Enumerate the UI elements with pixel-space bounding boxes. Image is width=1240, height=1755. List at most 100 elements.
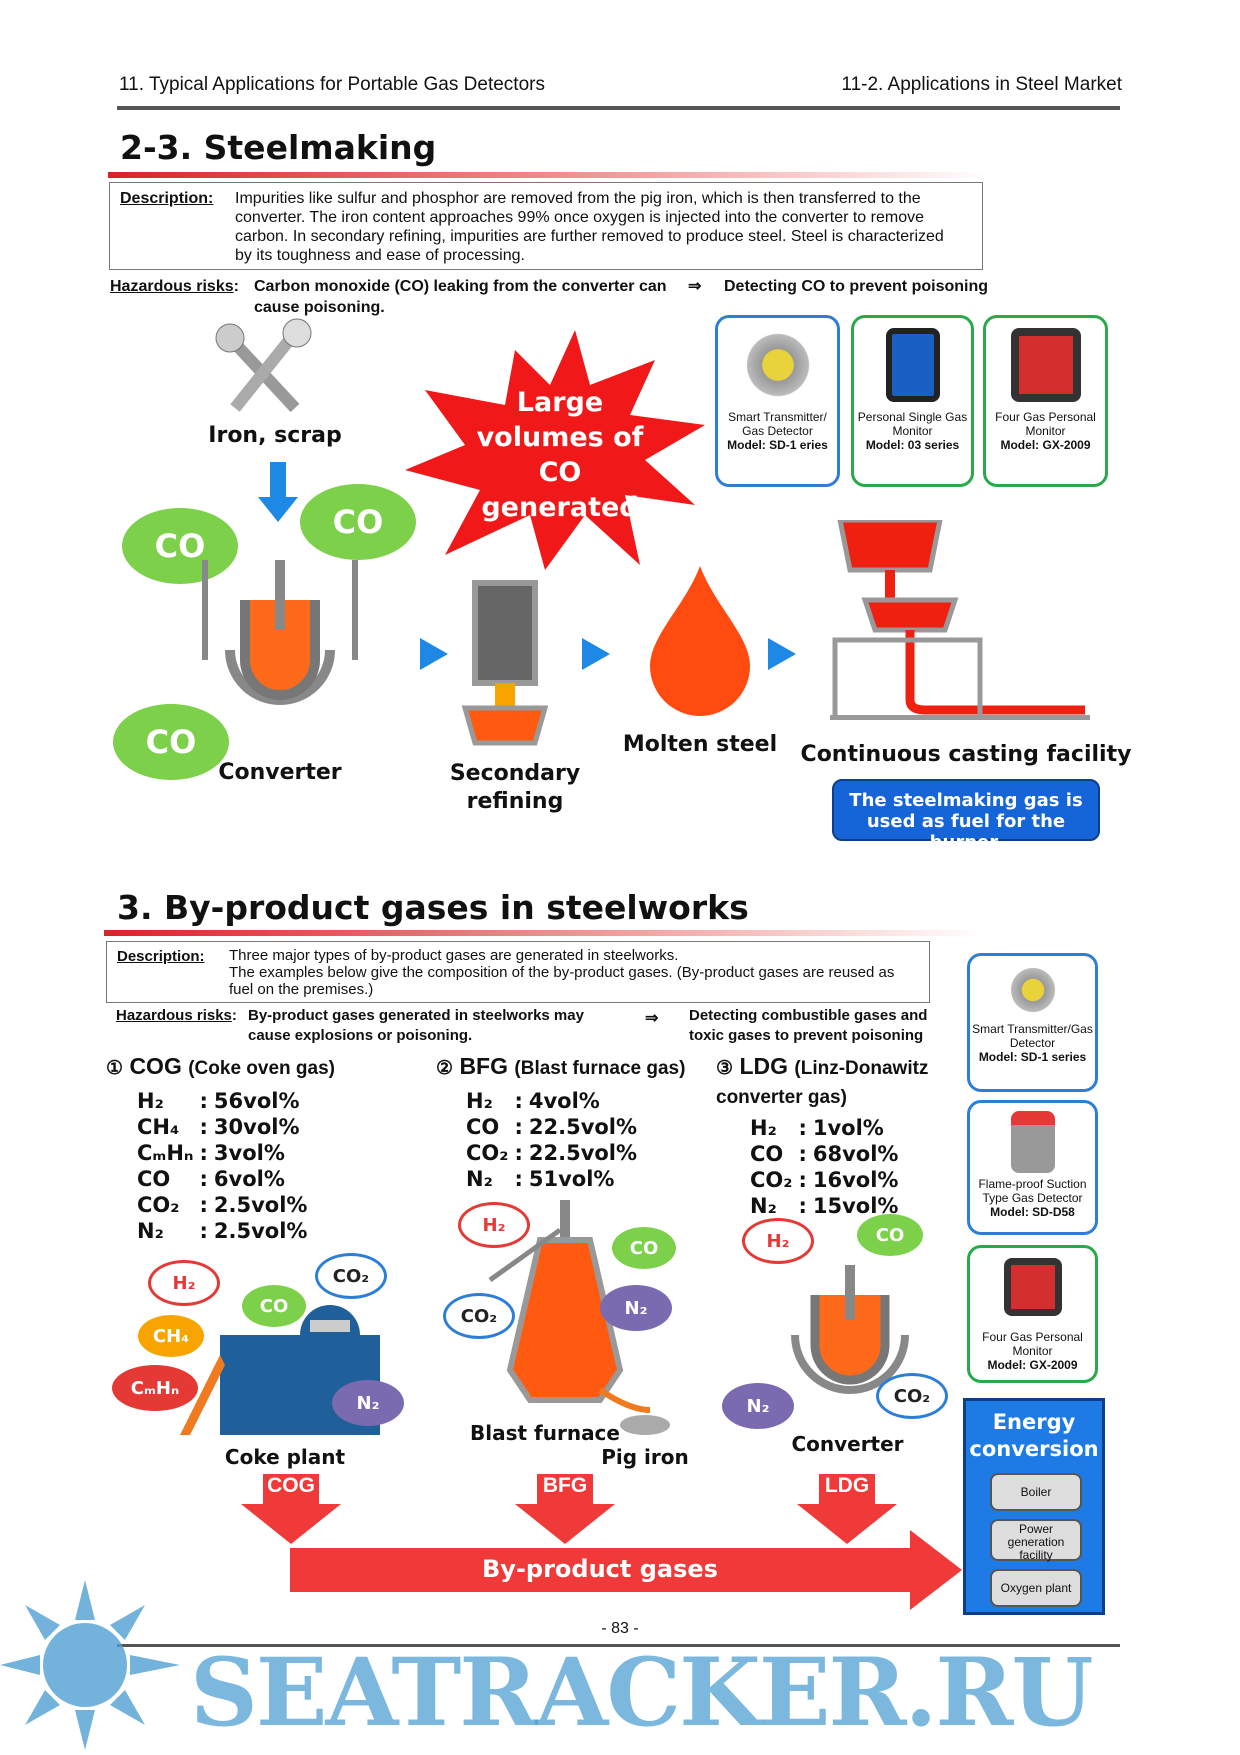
product-model: Model: SD-D58 <box>990 1205 1075 1219</box>
co-cloud: CO <box>612 1227 676 1269</box>
converter-illustration <box>791 1265 909 1394</box>
gas-cell: CO <box>466 1115 500 1139</box>
gas-cell: : <box>514 1115 523 1139</box>
n2-cloud: N₂ <box>332 1380 404 1426</box>
title-underline <box>104 930 984 936</box>
description-box-2: Description: Three major types of by-pro… <box>106 941 930 1003</box>
gas-cell: 51vol% <box>528 1167 615 1191</box>
gas-cell: : <box>514 1167 523 1191</box>
gas-cell: 2.5vol% <box>213 1219 308 1243</box>
header-left: 11. Typical Applications for Portable Ga… <box>119 74 545 95</box>
product-model: Model: SD-1 eries <box>727 438 828 452</box>
gas-cell: CO₂ <box>750 1168 793 1192</box>
blast-furnace-illustration <box>488 1200 670 1435</box>
abbr: BFG <box>459 1053 508 1079</box>
converter-label: Converter <box>791 1432 904 1456</box>
hazard-solution: Detecting combustible gases and toxic ga… <box>689 1007 928 1044</box>
num: ② <box>436 1058 454 1079</box>
converter-label: Converter <box>218 760 342 785</box>
h2-cloud: H₂ <box>148 1260 220 1306</box>
hazard-solution: Detecting CO to prevent poisoning <box>724 278 989 295</box>
molten-steel-label: Molten steel <box>622 732 778 757</box>
energy-item-oxygen: Oxygen plant <box>990 1569 1082 1607</box>
ldg-title: ③ LDG (Linz-Donawitz converter gas) <box>716 1053 964 1111</box>
fuel-note: The steelmaking gas is used as fuel for … <box>832 779 1100 853</box>
gas-cell: CO <box>750 1142 784 1166</box>
product-name: Flame-proof Suction Type Gas Detector <box>978 1177 1087 1205</box>
description-line: Three major types of by-product gases ar… <box>229 947 679 964</box>
co-cloud: CO <box>300 484 416 560</box>
title-underline <box>108 172 988 178</box>
gas-cell: : <box>199 1089 208 1113</box>
gas-cell: : <box>798 1194 807 1218</box>
gas-cell: : <box>514 1089 523 1113</box>
ldg-down-arrow: LDG <box>797 1474 897 1544</box>
energy-item-power: Power generation facility <box>990 1519 1082 1562</box>
co2-cloud: CO₂ <box>315 1253 387 1299</box>
hazard-text: By-product gases generated in steelworks… <box>248 1007 584 1044</box>
product-model: Model: GX-2009 <box>987 1358 1078 1372</box>
bfg-composition-table: H₂:4vol% CO:22.5vol% CO₂:22.5vol% N₂:51v… <box>464 1087 643 1193</box>
gas-cell: 4vol% <box>528 1089 600 1113</box>
gas-detector-image <box>1007 964 1058 1016</box>
gas-cell: CO₂ <box>466 1141 509 1165</box>
num: ③ <box>716 1058 734 1079</box>
continuous-casting-illustration <box>830 520 1090 720</box>
gas-cell: H₂ <box>137 1089 164 1113</box>
cmhn-cloud: CₘHₙ <box>112 1365 198 1411</box>
co2-cloud: CO₂ <box>443 1293 515 1339</box>
gas-cell: 3vol% <box>213 1141 285 1165</box>
pig-iron-label: Pig iron <box>601 1445 689 1469</box>
section-title-steelmaking: 2-3. Steelmaking <box>120 128 437 167</box>
ldg-composition-table: H₂:1vol% CO:68vol% CO₂:16vol% N₂:15vol% <box>748 1114 904 1220</box>
product-name: Personal Single Gas Monitor <box>857 410 968 438</box>
description-label: Description: <box>120 190 214 207</box>
n2-cloud: N₂ <box>600 1285 672 1331</box>
gas-cell: 6vol% <box>213 1167 285 1191</box>
blast-furnace-label: Blast furnace <box>470 1421 620 1445</box>
hazard-label: Hazardous risks <box>110 278 234 295</box>
product-name: Smart Transmitter/Gas Detector <box>972 1022 1093 1050</box>
starburst-text: Large volumes of CO generated <box>476 387 644 523</box>
co-cloud: CO <box>857 1214 923 1256</box>
gas-cell: : <box>798 1142 807 1166</box>
gas-cell: CₘHₙ <box>137 1141 194 1165</box>
down-arrow-icon <box>258 462 298 522</box>
bfg-down-arrow: BFG <box>515 1474 615 1544</box>
section-title-byproduct: 3. By-product gases in steelworks <box>117 888 749 927</box>
down-arrow-icon <box>515 1474 615 1544</box>
gas-monitor-image <box>1010 328 1081 402</box>
energy-item-boiler: Boiler <box>990 1473 1082 1511</box>
starburst-shape <box>405 330 705 570</box>
abbr: LDG <box>739 1053 788 1079</box>
scrap-screws-icon <box>215 318 312 413</box>
gas-detector-image <box>1010 1111 1055 1173</box>
gas-cell: 68vol% <box>812 1142 899 1166</box>
flow-arrow-icon <box>768 638 796 670</box>
description-label: Description: <box>117 948 205 965</box>
gas-cell: N₂ <box>137 1219 164 1243</box>
secondary-refining-label: Secondary refining <box>449 761 581 814</box>
h2-cloud: H₂ <box>742 1218 814 1264</box>
gas-cell: H₂ <box>466 1089 493 1113</box>
product-model: Model: SD-1 series <box>978 1050 1087 1064</box>
byproduct-label: By-product gases <box>482 1555 718 1583</box>
gas-cell: : <box>199 1193 208 1217</box>
co2-cloud: CO₂ <box>876 1373 948 1419</box>
full-name: (Linz-Donawitz converter gas) <box>716 1058 929 1108</box>
cog-composition-table: H₂:56vol% CH₄:30vol% CₘHₙ:3vol% CO:6vol%… <box>135 1087 313 1245</box>
full-name: (Blast furnace gas) <box>514 1058 686 1079</box>
footer-rule <box>117 1644 1120 1647</box>
molten-steel-drop-icon <box>650 566 750 716</box>
product-model: Model: GX-2009 <box>1000 438 1091 452</box>
gas-cell: H₂ <box>750 1116 777 1140</box>
coke-plant-label: Coke plant <box>224 1445 346 1469</box>
gas-cell: : <box>199 1167 208 1191</box>
down-arrow-icon <box>797 1474 897 1544</box>
